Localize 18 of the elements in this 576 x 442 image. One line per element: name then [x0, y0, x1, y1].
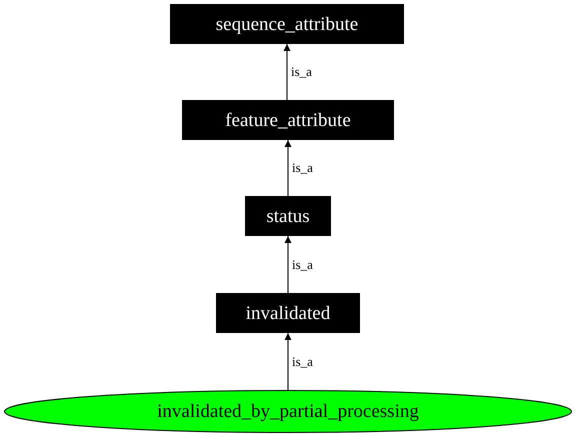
class-box — [170, 4, 404, 44]
arrow — [284, 140, 292, 196]
node-label: status — [266, 206, 310, 226]
arrow — [284, 236, 292, 294]
node-label: invalidated_by_partial_processing — [157, 402, 419, 421]
node-label: feature_attribute — [225, 110, 351, 130]
edge-label: is_a — [291, 354, 314, 368]
class-ellipse — [4, 390, 572, 433]
edge-label: is_a — [291, 161, 314, 174]
edge-label: is_a — [291, 258, 314, 270]
arrow — [284, 44, 290, 100]
class-box — [182, 100, 394, 140]
node-label: sequence_attribute — [216, 14, 358, 34]
class-box — [216, 293, 360, 333]
node-label: invalidated — [246, 304, 330, 322]
class-box — [245, 196, 331, 236]
arrow — [284, 332, 292, 390]
edge-label: is_a — [290, 65, 313, 78]
